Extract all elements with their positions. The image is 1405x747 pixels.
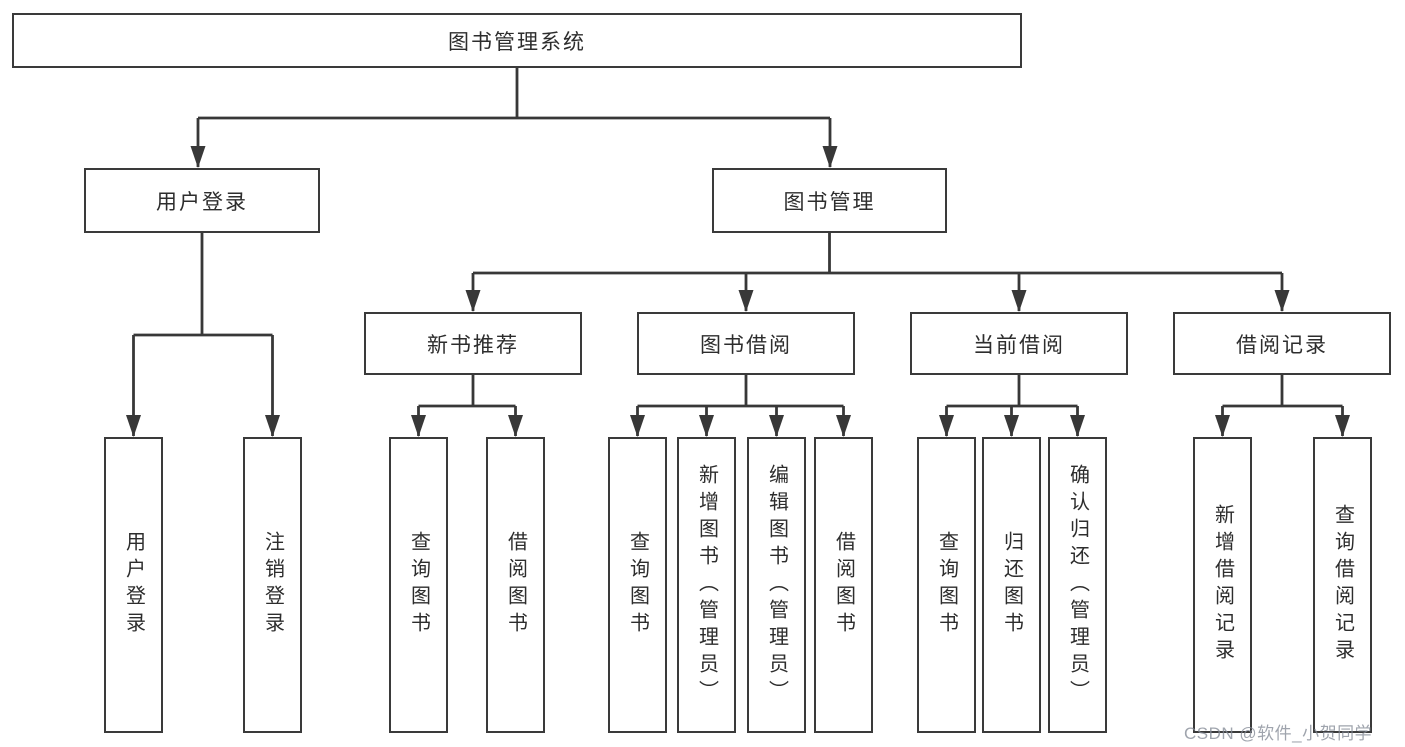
node-label: 新书推荐 xyxy=(427,333,519,357)
watermark: CSDN @软件_小贺同学 xyxy=(1184,724,1373,743)
node-user-login: 用户登录 xyxy=(84,168,320,233)
node-label: 查询图书 xyxy=(935,531,958,639)
node-label: 查询借阅记录 xyxy=(1331,504,1354,666)
node-label: 图书借阅 xyxy=(700,333,792,357)
node-book-management: 图书管理 xyxy=(712,168,947,233)
leaf-borrow-books-2: 借阅图书 xyxy=(814,437,873,733)
node-book-borrowing: 图书借阅 xyxy=(637,312,855,375)
node-label: 用户登录 xyxy=(122,531,145,639)
node-label: 当前借阅 xyxy=(973,333,1065,357)
leaf-return-books: 归还图书 xyxy=(982,437,1041,733)
node-label: 归还图书 xyxy=(1000,531,1023,639)
node-label: 借阅记录 xyxy=(1236,333,1328,357)
leaf-add-borrow-record: 新增借阅记录 xyxy=(1193,437,1252,733)
leaf-logout: 注销登录 xyxy=(243,437,302,733)
node-label: 借阅图书 xyxy=(832,531,855,639)
node-new-book-recommendation: 新书推荐 xyxy=(364,312,582,375)
leaf-user-login: 用户登录 xyxy=(104,437,163,733)
leaf-borrow-books-1: 借阅图书 xyxy=(486,437,545,733)
leaf-confirm-return-admin: 确认归还（管理员） xyxy=(1048,437,1107,733)
node-label: 确认归还（管理员） xyxy=(1066,463,1089,707)
node-label: 图书管理系统 xyxy=(448,30,586,54)
node-label: 查询图书 xyxy=(626,531,649,639)
leaf-edit-books-admin: 编辑图书（管理员） xyxy=(747,437,806,733)
leaf-add-books-admin: 新增图书（管理员） xyxy=(677,437,736,733)
node-label: 图书管理 xyxy=(783,190,876,214)
node-label: 借阅图书 xyxy=(504,531,527,639)
node-label: 新增借阅记录 xyxy=(1211,504,1234,666)
node-label: 用户登录 xyxy=(156,190,248,214)
leaf-query-borrow-record: 查询借阅记录 xyxy=(1313,437,1372,733)
node-borrowing-records: 借阅记录 xyxy=(1173,312,1391,375)
node-current-borrowing: 当前借阅 xyxy=(910,312,1128,375)
node-label: 编辑图书（管理员） xyxy=(765,463,788,707)
node-label: 新增图书（管理员） xyxy=(695,463,718,707)
leaf-query-books-2: 查询图书 xyxy=(608,437,667,733)
leaf-query-books-3: 查询图书 xyxy=(917,437,976,733)
leaf-query-books-1: 查询图书 xyxy=(389,437,448,733)
node-label: 查询图书 xyxy=(407,531,430,639)
node-label: 注销登录 xyxy=(261,531,284,639)
node-library-management-system: 图书管理系统 xyxy=(12,13,1022,68)
